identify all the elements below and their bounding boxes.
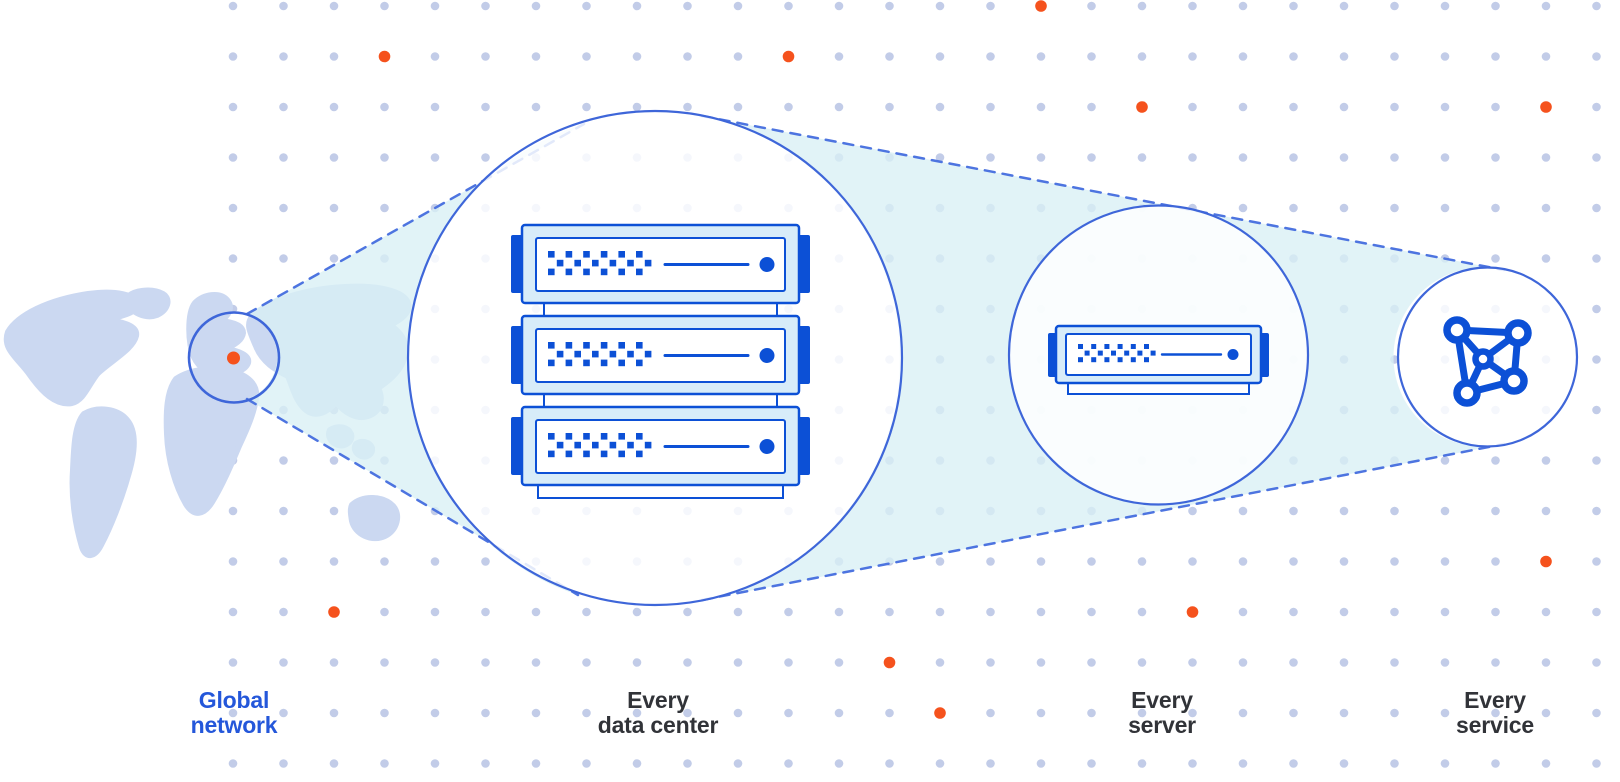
server-icon bbox=[1048, 324, 1269, 395]
continent-north-america bbox=[3, 289, 140, 407]
island-greenland bbox=[123, 287, 171, 320]
dashed-line-upper-left bbox=[245, 122, 586, 316]
continent-australia bbox=[347, 495, 401, 542]
label-every-server: Every server bbox=[1128, 687, 1196, 738]
label-every-data-center: Every data center bbox=[597, 687, 719, 738]
map-highlight-circle bbox=[187, 311, 281, 404]
server-rack-icon bbox=[511, 223, 810, 499]
continent-south-america bbox=[69, 406, 137, 558]
mesh-network-icon bbox=[1443, 316, 1532, 407]
zoom-dashed-lines bbox=[245, 114, 1506, 602]
continent-europe bbox=[186, 292, 252, 377]
dashed-line-upper-right bbox=[700, 114, 1506, 272]
dashed-line-lower-left bbox=[245, 397, 580, 597]
label-every-service: Every service bbox=[1456, 687, 1534, 738]
label-global-network: Global network bbox=[190, 687, 278, 738]
location-dot bbox=[227, 351, 240, 365]
dashed-line-lower-right bbox=[700, 442, 1506, 602]
continent-africa bbox=[163, 366, 260, 516]
zoom-cone-map-to-datacenter bbox=[247, 124, 584, 595]
